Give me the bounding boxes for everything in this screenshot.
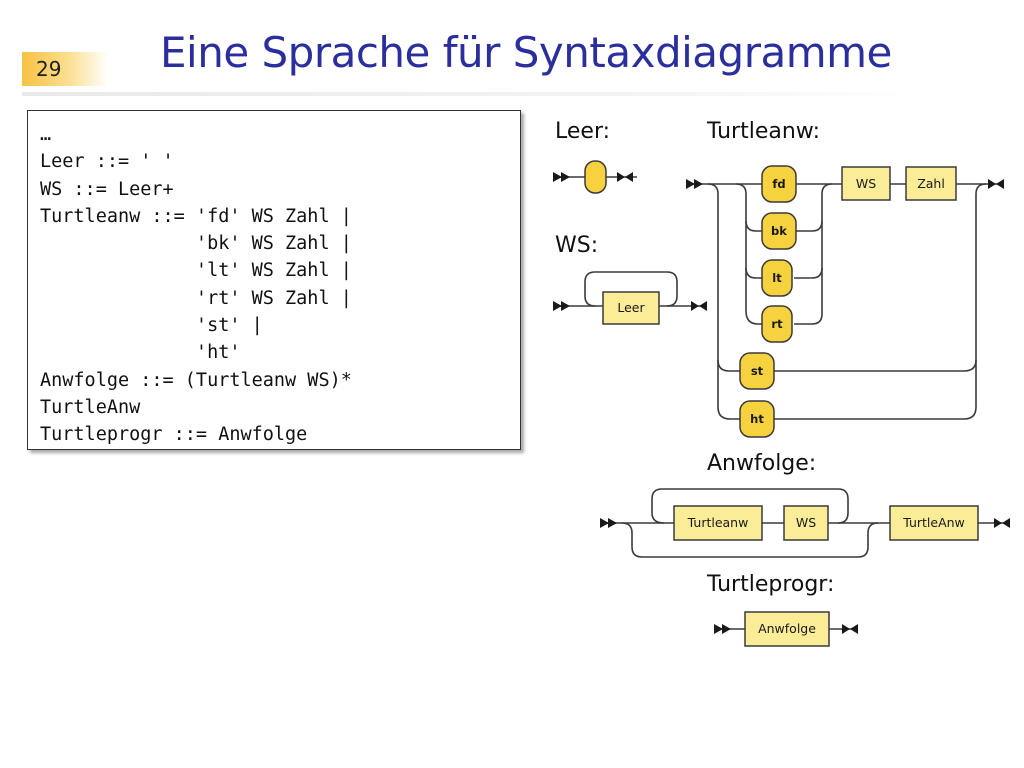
grammar-line: … — [40, 124, 52, 145]
grammar-line: 'lt' WS Zahl | — [40, 260, 352, 282]
start-arrow-icon — [553, 301, 570, 311]
st-terminal-text: st — [751, 364, 764, 378]
start-arrow-icon — [686, 179, 703, 189]
st-terminal — [739, 352, 775, 390]
rt-terminal-text: rt — [771, 317, 783, 331]
anwfolge-nonterminal-text: Anwfolge — [758, 621, 816, 636]
zahl-nonterminal-text: Zahl — [917, 176, 945, 191]
grammar-line: Anwfolge ::= (Turtleanw WS)* — [40, 369, 352, 391]
leer-diagram-label: Leer: — [555, 119, 611, 144]
slide-title: Eine Sprache für Syntaxdiagramme — [160, 28, 892, 77]
start-arrow-icon — [714, 624, 731, 634]
anwfolge-nonterminal — [744, 611, 830, 647]
start-arrow-icon — [600, 518, 617, 528]
lt-terminal-text: lt — [772, 271, 782, 285]
turtleprogr-diagram-label: Turtleprogr: — [707, 572, 835, 597]
grammar-line: WS ::= Leer+ — [40, 178, 174, 200]
end-arrow-icon — [691, 301, 707, 311]
ws-nonterminal-text: WS — [796, 515, 816, 530]
end-arrow-icon — [994, 518, 1010, 528]
grammar-line: TurtleAnw — [40, 396, 141, 418]
turtleanw-diagram-label: Turtleanw: — [707, 119, 820, 144]
anwfolge-diagram-label: Anwfolge: — [707, 451, 817, 476]
ws-syntax-diagram: Leer — [553, 271, 707, 325]
grammar-line: Leer ::= ' ' — [40, 151, 174, 173]
fd-terminal-text: fd — [772, 177, 785, 191]
turtleanw-nonterminal — [673, 505, 763, 541]
end-arrow-icon — [617, 172, 633, 182]
grammar-line: Turtleanw ::= 'fd' WS Zahl | — [40, 205, 352, 227]
grammar-line: 'bk' WS Zahl | — [40, 233, 352, 255]
end-arrow-icon — [842, 624, 858, 634]
grammar-line: 'ht' — [40, 342, 241, 364]
page-number: 29 — [22, 52, 108, 86]
bk-terminal — [761, 212, 797, 250]
end-arrow-icon — [988, 179, 1004, 189]
bk-terminal-text: bk — [771, 224, 787, 238]
grammar-definition-box: … Leer ::= ' ' WS ::= Leer+ Turtleanw ::… — [27, 110, 521, 450]
turtleanw-call-nonterminal-text: TurtleAnw — [902, 515, 965, 530]
turtleanw-call-nonterminal — [889, 505, 979, 541]
ws-diagram-label: WS: — [555, 233, 599, 258]
ws-nonterminal — [783, 505, 829, 541]
leer-syntax-diagram — [553, 160, 637, 194]
ht-terminal — [739, 400, 775, 438]
leer-nonterminal — [602, 291, 660, 325]
ws-nonterminal-text: WS — [856, 176, 876, 191]
zahl-nonterminal — [905, 166, 957, 201]
grammar-line: 'rt' WS Zahl | — [40, 287, 352, 309]
fd-terminal — [761, 165, 797, 203]
leer-space-terminal — [584, 160, 607, 194]
ws-nonterminal — [841, 166, 891, 201]
leer-nonterminal-text: Leer — [617, 300, 645, 315]
grammar-line: Turtleprogr ::= Anwfolge — [40, 424, 308, 446]
start-arrow-icon — [553, 172, 570, 182]
turtleanw-nonterminal-text: Turtleanw — [687, 515, 749, 530]
ht-terminal-text: ht — [750, 412, 764, 426]
title-underline — [22, 92, 930, 96]
rt-terminal — [761, 305, 793, 343]
grammar-line: 'st' | — [40, 315, 263, 337]
lt-terminal — [761, 259, 793, 297]
